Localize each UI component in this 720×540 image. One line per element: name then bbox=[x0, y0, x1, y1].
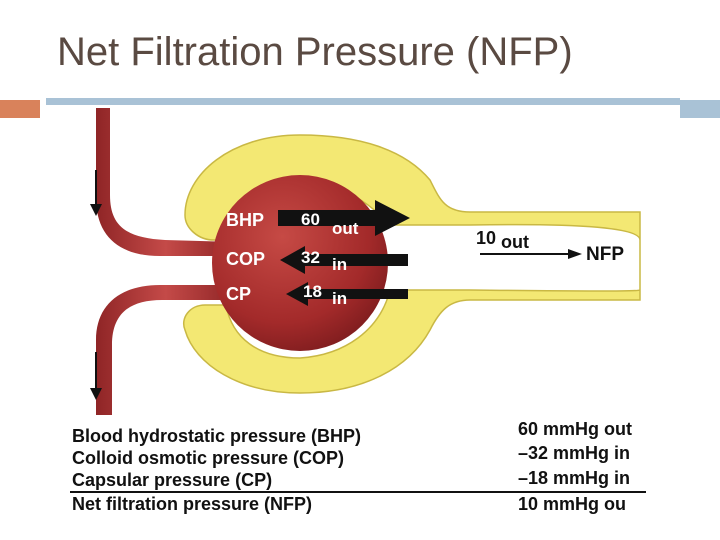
table-total-value: 10 mmHg ou bbox=[518, 494, 626, 514]
nfp-value: 10 bbox=[476, 228, 496, 248]
cop-value: 32 bbox=[301, 248, 320, 267]
table-row-value: –18 mmHg in bbox=[518, 468, 630, 488]
bhp-value: 60 bbox=[301, 210, 320, 229]
cp-label: CP bbox=[226, 284, 251, 304]
table-row-label: Capsular pressure (CP) bbox=[72, 470, 272, 490]
nfp-arrow-icon bbox=[480, 249, 582, 259]
pressure-table: Blood hydrostatic pressure (BHP) 60 mmHg… bbox=[70, 419, 646, 514]
cop-label: COP bbox=[226, 249, 265, 269]
cp-direction: in bbox=[332, 289, 347, 308]
table-row-label: Blood hydrostatic pressure (BHP) bbox=[72, 426, 361, 446]
nfp-direction: out bbox=[501, 232, 529, 252]
cop-direction: in bbox=[332, 255, 347, 274]
table-total-label: Net filtration pressure (NFP) bbox=[72, 494, 312, 514]
table-row-label: Colloid osmotic pressure (COP) bbox=[72, 448, 344, 468]
cp-value: 18 bbox=[303, 282, 322, 301]
table-row-value: 60 mmHg out bbox=[518, 419, 632, 439]
bhp-direction: out bbox=[332, 219, 359, 238]
table-row-value: –32 mmHg in bbox=[518, 443, 630, 463]
bhp-label: BHP bbox=[226, 210, 264, 230]
nfp-label: NFP bbox=[586, 244, 624, 265]
